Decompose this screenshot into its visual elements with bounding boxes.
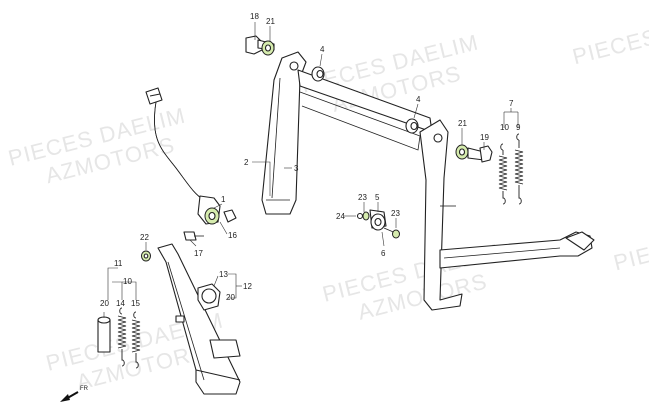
callout-22: 22 — [140, 233, 149, 242]
pivot-assembly — [356, 209, 400, 239]
callout-7: 7 — [509, 99, 514, 108]
watermark-line1: PIECES DAELIM — [570, 1, 649, 69]
bolt-right — [455, 144, 493, 163]
callout-labels: 18 21 4 4 21 19 7 10 9 2 3 23 5 24 23 6 … — [100, 12, 521, 308]
side-stand-switch — [145, 87, 237, 241]
callout-20: 19 — [480, 133, 489, 142]
callout-6: 6 — [381, 249, 386, 258]
callout-18: 16 — [228, 231, 237, 240]
callout-21: 21 — [266, 17, 275, 26]
callout-14: 14 — [116, 299, 125, 308]
watermark-line1: PIECES DAELIM — [611, 207, 649, 275]
spring-pair-right — [498, 133, 524, 205]
callout-2: 2 — [244, 158, 249, 167]
side-stand — [157, 243, 241, 395]
callout-20: 18 — [250, 12, 259, 21]
callout-9: 10 — [500, 123, 509, 132]
callout-16: 20 — [100, 299, 109, 308]
callout-10: 10 — [123, 277, 132, 286]
callout-13: 13 — [219, 270, 228, 279]
washer — [141, 250, 151, 262]
callout-3: 3 — [294, 164, 299, 173]
bolt-upper — [245, 35, 275, 56]
leader-lines — [103, 22, 519, 318]
collar — [311, 66, 325, 82]
callout-4: 4 — [416, 95, 421, 104]
stand-rubber — [197, 283, 221, 311]
callout-12: 12 — [243, 282, 252, 291]
callout-5: 5 — [375, 193, 380, 202]
callout-1: 1 — [221, 195, 226, 204]
callout-15: 15 — [131, 299, 140, 308]
direction-label: FR — [80, 386, 89, 392]
callout-24: 24 — [336, 212, 345, 221]
side-stand-pin — [97, 316, 111, 353]
arrow-head-icon — [60, 394, 70, 402]
callout-17: 20 — [226, 293, 235, 302]
side-stand-springs — [117, 307, 141, 369]
callout-11: 11 — [114, 259, 123, 268]
callout-23: 23 — [358, 193, 367, 202]
main-stand — [261, 51, 595, 311]
callout-4: 4 — [320, 45, 325, 54]
callout-19: 17 — [194, 249, 203, 258]
callout-23: 23 — [391, 209, 400, 218]
collar — [405, 118, 419, 134]
front-direction-indicator: FR — [60, 386, 89, 402]
callout-8: 9 — [516, 123, 521, 132]
callout-21: 21 — [458, 119, 467, 128]
